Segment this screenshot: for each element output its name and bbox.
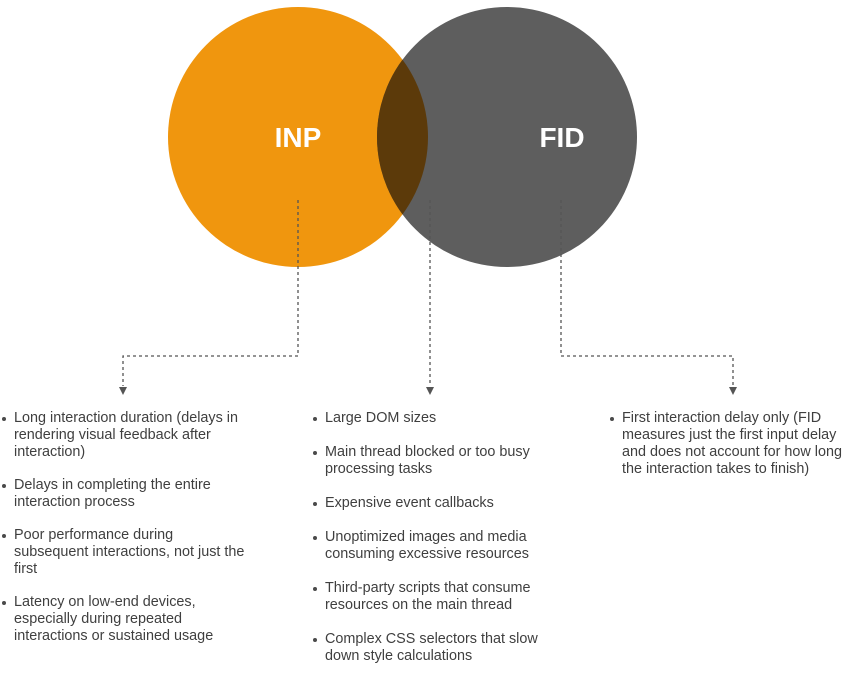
inp-label: INP <box>275 122 322 153</box>
fid-arrowhead <box>729 387 737 395</box>
list-item: Expensive event callbacks <box>311 495 561 512</box>
list-item: Complex CSS selectors that slow down sty… <box>311 631 561 665</box>
fid-only-list: First interaction delay only (FID measur… <box>608 410 850 478</box>
inp-only-list: Long interaction duration (delays in ren… <box>0 410 250 661</box>
list-item: First interaction delay only (FID measur… <box>608 410 850 478</box>
inp-connector-line <box>122 200 299 386</box>
list-item: Third-party scripts that consume resourc… <box>311 580 561 614</box>
list-item: Latency on low-end devices, especially d… <box>0 594 250 645</box>
list-item: Poor performance during subsequent inter… <box>0 527 250 578</box>
shared-list: Large DOM sizes Main thread blocked or t… <box>311 410 561 682</box>
list-item: Long interaction duration (delays in ren… <box>0 410 250 461</box>
list-item: Main thread blocked or too busy processi… <box>311 444 561 478</box>
list-item: Large DOM sizes <box>311 410 561 427</box>
list-item: Unoptimized images and media consuming e… <box>311 529 561 563</box>
inp-circle <box>168 7 428 267</box>
inp-arrowhead <box>119 387 127 395</box>
fid-circle <box>377 7 637 267</box>
list-item: Delays in completing the entire interact… <box>0 477 250 511</box>
fid-label: FID <box>539 122 584 153</box>
shared-arrowhead <box>426 387 434 395</box>
fid-connector-line <box>560 200 734 386</box>
